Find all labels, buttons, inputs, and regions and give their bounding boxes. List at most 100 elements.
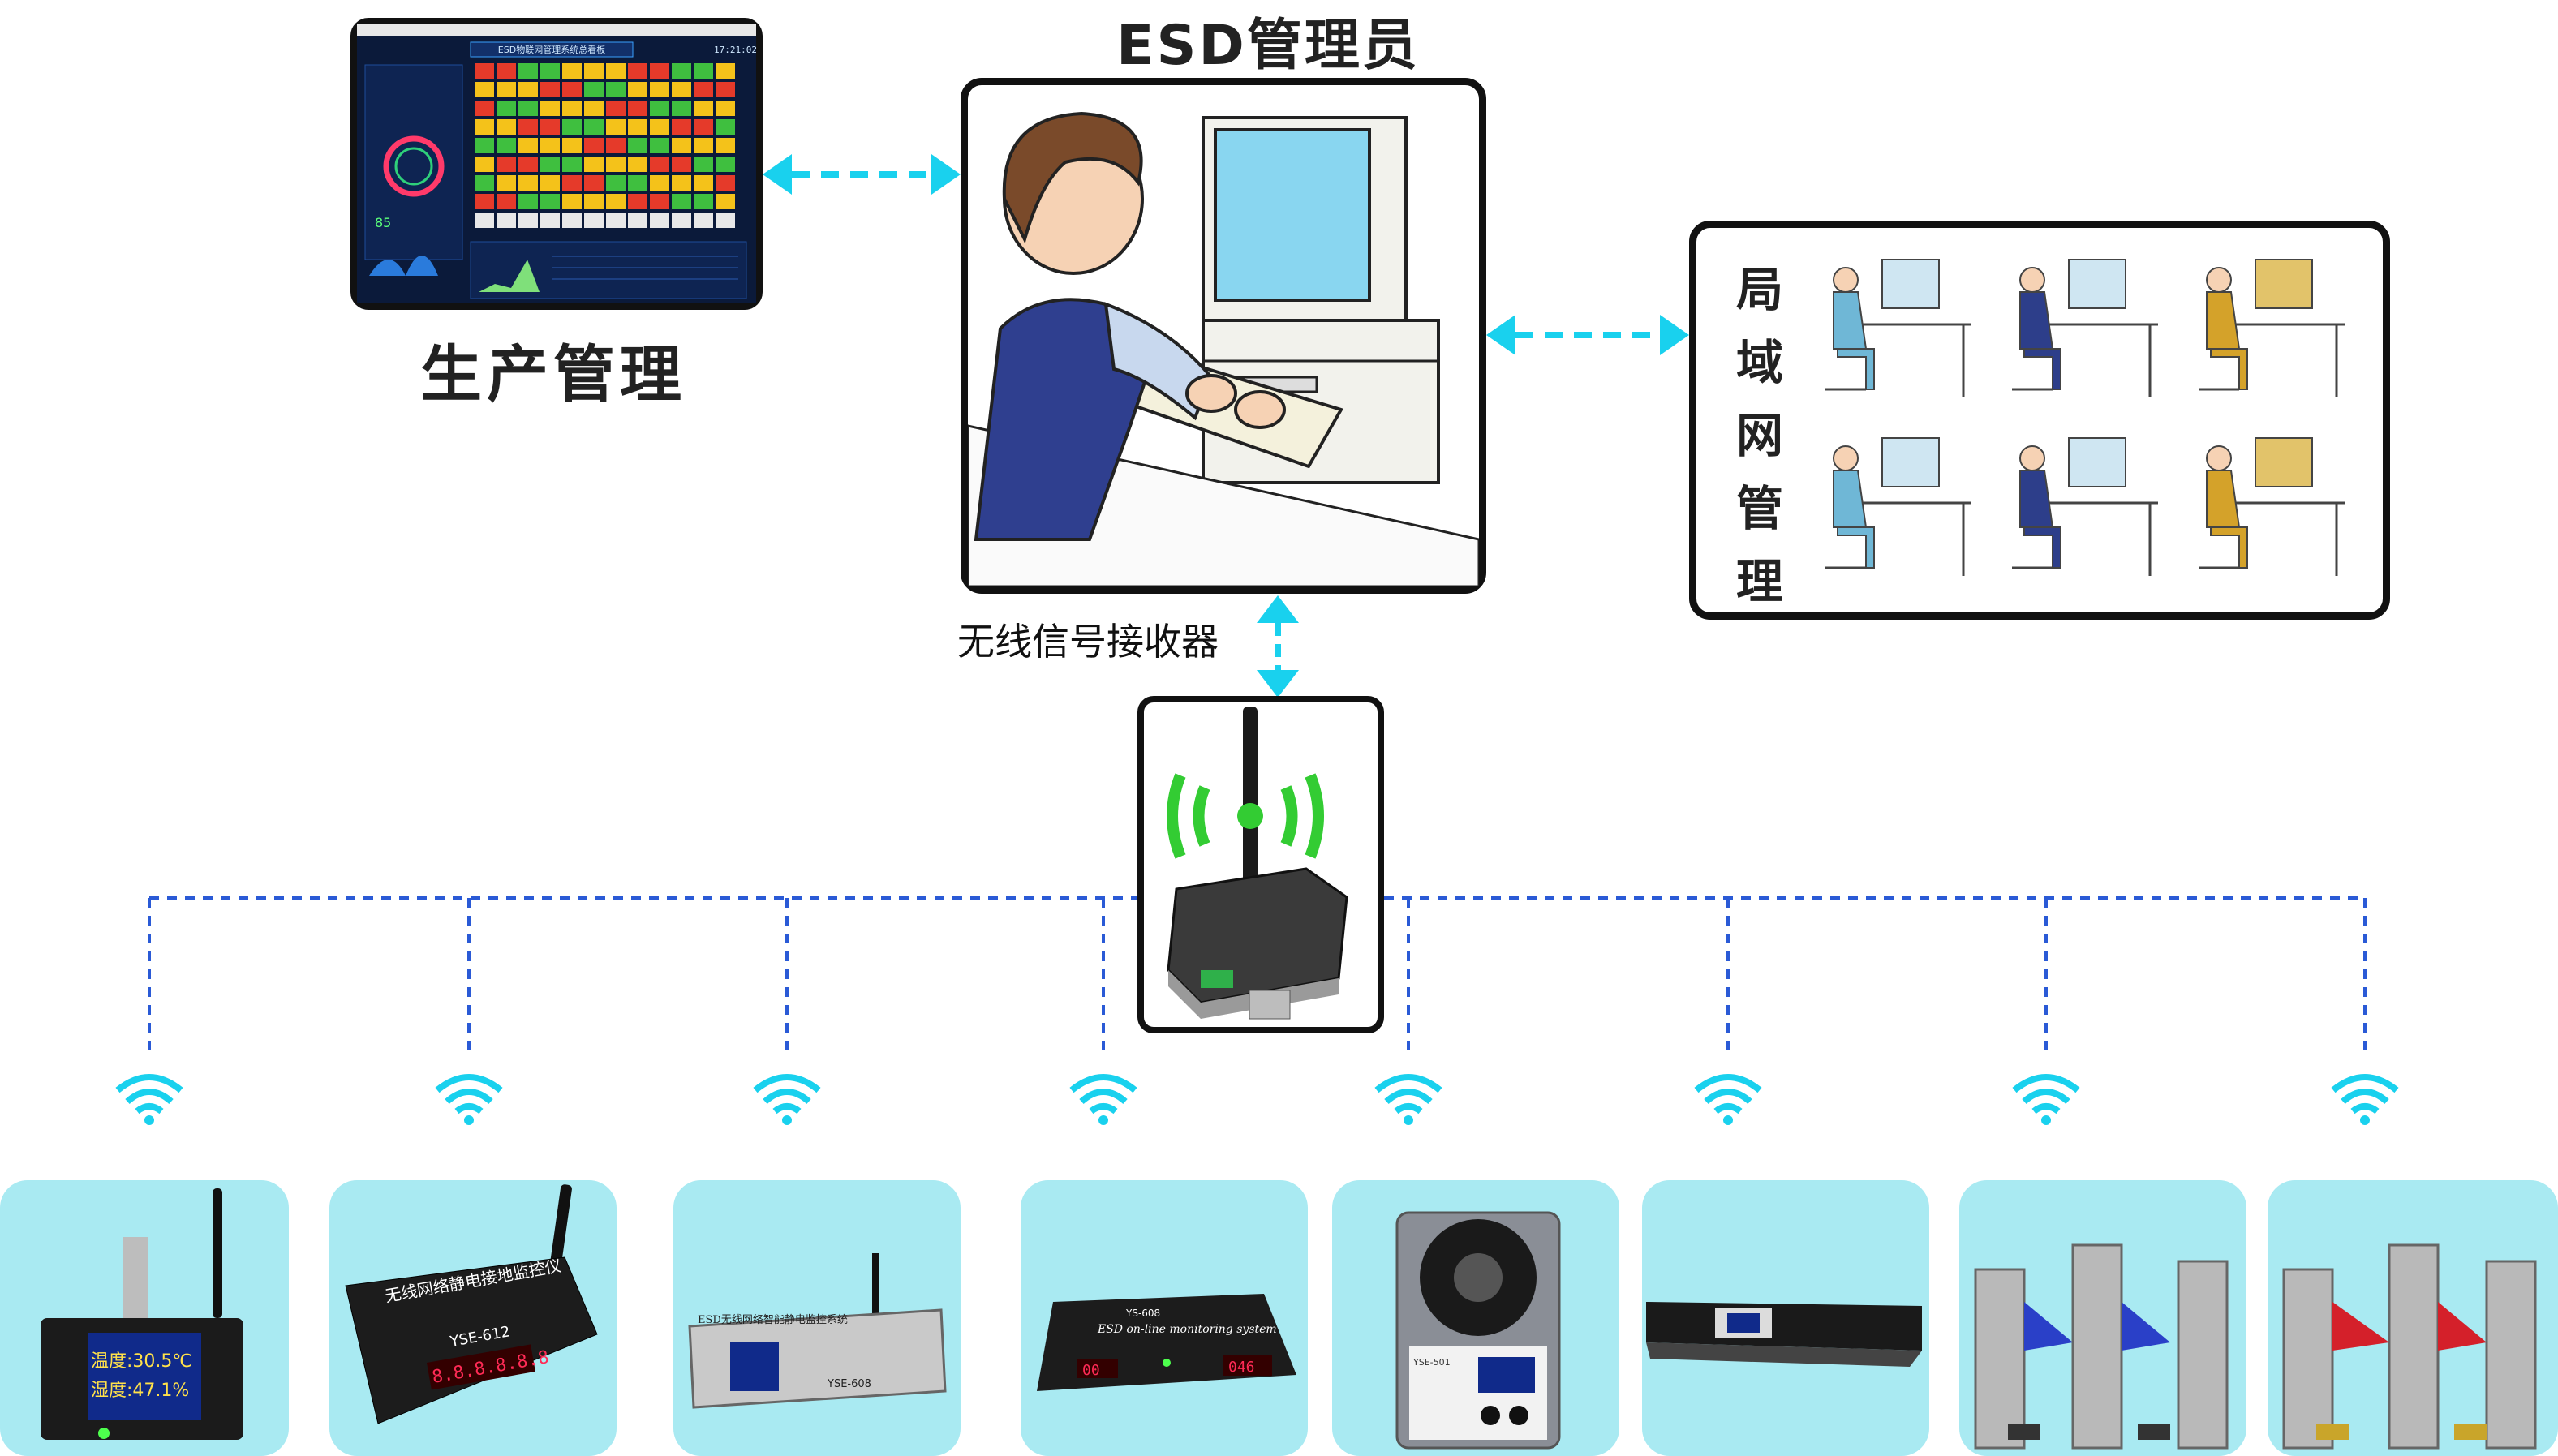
lan-worker-figure xyxy=(2012,259,2158,397)
heat-cell xyxy=(650,157,669,172)
heat-cell xyxy=(562,82,582,97)
wifi-icon xyxy=(1692,1069,1765,1126)
online-title: ESD on-line monitoring system xyxy=(1097,1323,1277,1336)
heat-cell xyxy=(716,119,735,135)
heat-cell xyxy=(628,194,647,209)
receiver-label: 无线信号接收器 xyxy=(957,620,1219,664)
heat-cell xyxy=(497,213,516,228)
heat-cell xyxy=(540,175,560,191)
heat-cell xyxy=(606,213,626,228)
heat-cell xyxy=(562,194,582,209)
heat-cell xyxy=(497,101,516,116)
heat-cell xyxy=(650,138,669,153)
heat-cell xyxy=(628,138,647,153)
heat-cell xyxy=(475,157,494,172)
heat-cell xyxy=(672,194,691,209)
lan-char-2: 域 xyxy=(1736,335,1784,390)
heat-cell xyxy=(497,157,516,172)
dashboard-title: ESD物联网管理系统总看板 xyxy=(498,44,605,55)
heat-cell xyxy=(628,175,647,191)
admin-illustration xyxy=(968,111,1479,586)
wifi-icon xyxy=(113,1069,186,1126)
heat-cell xyxy=(518,63,538,79)
heat-cell xyxy=(650,213,669,228)
heat-cell xyxy=(606,157,626,172)
heat-cell xyxy=(716,63,735,79)
heat-cell xyxy=(497,82,516,97)
lan-char-3: 网 xyxy=(1736,408,1784,463)
heat-cell xyxy=(672,213,691,228)
heat-cell xyxy=(475,213,494,228)
heat-cell xyxy=(584,82,604,97)
heat-cell xyxy=(716,82,735,97)
heat-cell xyxy=(716,138,735,153)
heat-cell xyxy=(584,138,604,153)
arrow-dashboard-admin xyxy=(763,154,961,195)
heat-cell xyxy=(694,194,713,209)
lan-workers xyxy=(1825,259,2345,576)
lan-char-5: 理 xyxy=(1736,554,1784,609)
heat-cell xyxy=(628,119,647,135)
arrow-admin-receiver xyxy=(1257,595,1299,698)
heat-cell xyxy=(650,175,669,191)
device-tile-grounding-monitor: 无线网络静电接地监控仪 YSE-612 8.8.8.8.8.8 xyxy=(329,1180,617,1456)
heat-cell xyxy=(562,175,582,191)
heat-cell xyxy=(672,82,691,97)
heat-cell xyxy=(672,175,691,191)
heat-cell xyxy=(694,63,713,79)
dashboard-clock: 17:21:02 xyxy=(714,45,756,55)
device-tile-turnstile-red xyxy=(2268,1180,2558,1456)
heat-cell xyxy=(672,63,691,79)
production-label: 生产管理 xyxy=(420,338,686,410)
online-model: YS-608 xyxy=(1125,1308,1160,1319)
heat-cell xyxy=(694,213,713,228)
heat-cell xyxy=(716,213,735,228)
heat-cell xyxy=(497,63,516,79)
heat-cell xyxy=(694,82,713,97)
heat-cell xyxy=(518,213,538,228)
heat-cell xyxy=(628,82,647,97)
device-tile-ion-bar xyxy=(1642,1180,1929,1456)
heat-cell xyxy=(672,119,691,135)
heat-cell xyxy=(606,63,626,79)
device-tile-online-monitor: YS-608 ESD on-line monitoring system 00 … xyxy=(1021,1180,1308,1456)
heat-cell xyxy=(716,157,735,172)
heat-cell xyxy=(475,82,494,97)
heat-cell xyxy=(540,82,560,97)
heat-cell xyxy=(562,119,582,135)
heat-cell xyxy=(518,101,538,116)
heat-cell xyxy=(518,119,538,135)
heat-cell xyxy=(497,175,516,191)
humidity-reading: 湿度:47.1% xyxy=(91,1381,189,1401)
admin-label: ESD管理员 xyxy=(1116,14,1420,78)
lan-worker-figure xyxy=(2012,437,2158,576)
network-lines xyxy=(148,896,2367,1059)
wifi-icon xyxy=(432,1069,505,1126)
heat-cell xyxy=(650,194,669,209)
online-left-display: 00 xyxy=(1082,1362,1100,1379)
dashboard-kpi: 85 xyxy=(375,215,391,230)
heat-cell xyxy=(694,101,713,116)
heat-cell xyxy=(540,101,560,116)
heat-cell xyxy=(562,101,582,116)
heat-cell xyxy=(628,101,647,116)
heat-cell xyxy=(584,63,604,79)
wifi-icon xyxy=(1067,1069,1140,1126)
heat-cell xyxy=(672,157,691,172)
heat-cell xyxy=(716,175,735,191)
heat-cell xyxy=(518,157,538,172)
heat-cell xyxy=(606,194,626,209)
lan-worker-figure xyxy=(1825,437,1971,576)
heat-cell xyxy=(584,213,604,228)
lan-char-1: 局 xyxy=(1736,262,1784,317)
arrow-admin-lan xyxy=(1486,315,1689,355)
heat-cell xyxy=(628,157,647,172)
heat-cell xyxy=(540,157,560,172)
heat-cell xyxy=(694,138,713,153)
heat-cell xyxy=(475,119,494,135)
device-tile-temp-humidity: 温度:30.5℃ 湿度:47.1% xyxy=(0,1180,289,1456)
heat-cell xyxy=(650,82,669,97)
heat-cell xyxy=(606,119,626,135)
heat-cell xyxy=(584,101,604,116)
heat-cell xyxy=(540,213,560,228)
